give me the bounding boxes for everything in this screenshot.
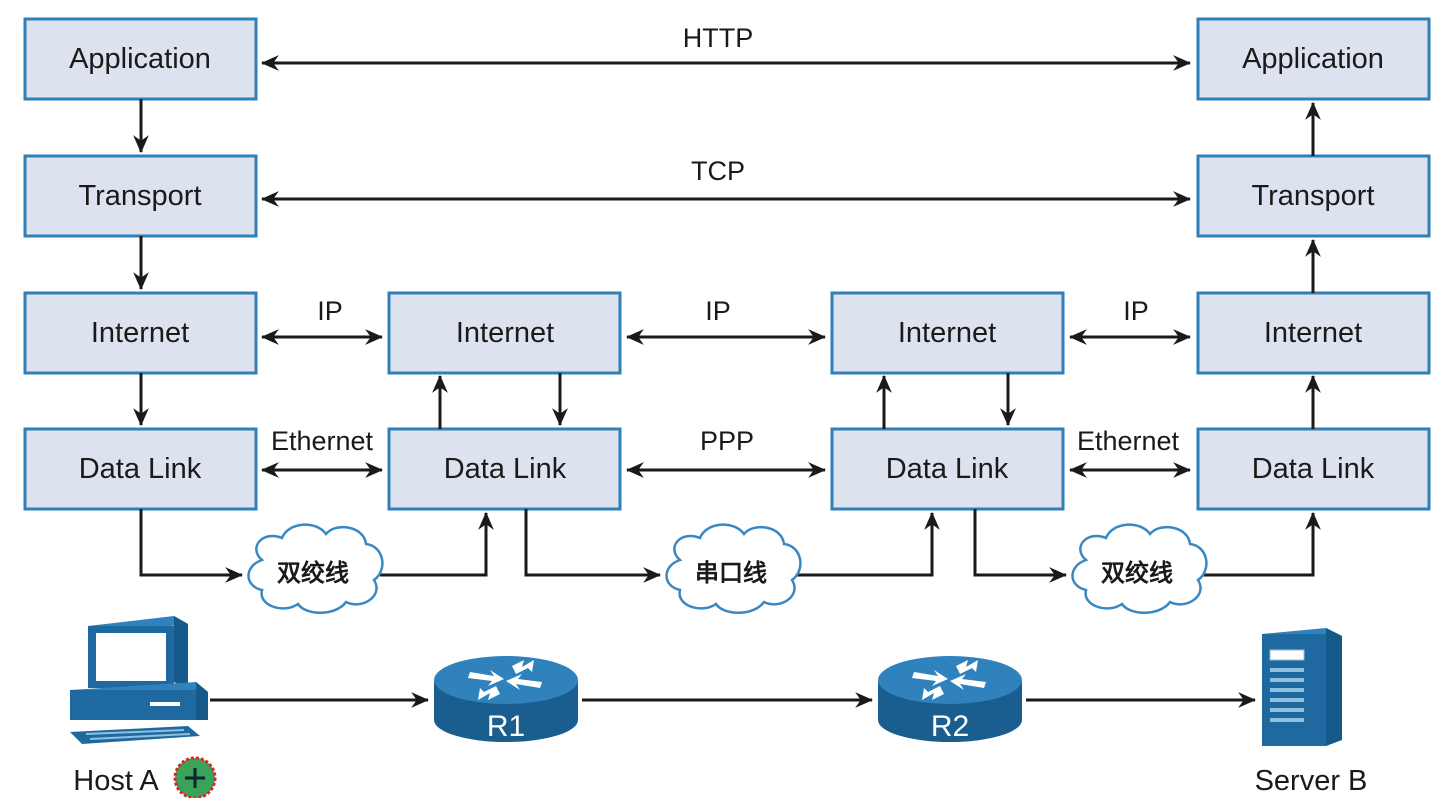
host-transport-box — [23, 154, 258, 238]
r2-datalink-label: Data Link — [886, 453, 1009, 485]
cloud-1: 双绞线 — [247, 523, 384, 614]
r1-to-cable2-path — [524, 509, 662, 583]
vertical-arrows — [133, 99, 1321, 429]
tcp-label: TCP — [691, 156, 745, 186]
server-transport-box — [1196, 154, 1431, 238]
r2-stack: Internet Data Link — [830, 291, 1065, 511]
server-internet-box — [1196, 291, 1431, 375]
cloud-3: 双绞线 — [1071, 523, 1208, 614]
plus-badge-icon[interactable] — [173, 756, 217, 798]
r2-label: R2 — [931, 710, 969, 743]
cloud-icon — [247, 523, 384, 614]
cable3-to-server-path — [1203, 511, 1321, 577]
server-label: Server B — [1255, 765, 1368, 797]
ethernet-label-1: Ethernet — [271, 426, 374, 456]
server-internet-label: Internet — [1264, 317, 1362, 349]
r1-datalink-box — [387, 427, 622, 511]
host-internet-label: Internet — [91, 317, 189, 349]
ip-label-3: IP — [1123, 296, 1149, 326]
host-label: Host A — [73, 765, 159, 797]
peer-arrows: HTTP TCP IP IP IP Ethernet PPP Ethernet — [260, 23, 1192, 478]
cable1-to-r1-path — [380, 511, 494, 577]
cable-3-label: 双绞线 — [1101, 559, 1173, 587]
host-datalink-label: Data Link — [79, 453, 202, 485]
server-application-box — [1196, 17, 1431, 101]
ip-label-1: IP — [317, 296, 343, 326]
host-application-label: Application — [69, 43, 211, 75]
cloud-icon — [665, 523, 802, 614]
host-transport-label: Transport — [78, 180, 201, 212]
r1-datalink-label: Data Link — [444, 453, 567, 485]
ppp-label: PPP — [700, 426, 754, 456]
r1-internet-box — [387, 291, 622, 375]
cloud-icon — [1071, 523, 1208, 614]
r2-to-cable3-path — [973, 509, 1068, 583]
server-icon — [1262, 628, 1342, 746]
r2-internet-label: Internet — [898, 317, 996, 349]
r2-internet-box — [830, 291, 1065, 375]
host-stack: Application Transport Internet Data Link — [23, 17, 258, 511]
media-paths — [139, 509, 1321, 583]
server-transport-label: Transport — [1251, 180, 1374, 212]
cable-1-label: 双绞线 — [277, 559, 349, 587]
server-application-label: Application — [1242, 43, 1384, 75]
router-icon — [878, 656, 1022, 742]
cable2-to-r2-path — [796, 511, 940, 577]
r1-internet-label: Internet — [456, 317, 554, 349]
r1-label: R1 — [487, 710, 525, 743]
r2-datalink-box — [830, 427, 1065, 511]
http-label: HTTP — [683, 23, 754, 53]
cloud-2: 串口线 — [665, 523, 802, 614]
ip-label-2: IP — [705, 296, 731, 326]
cable-2-label: 串口线 — [695, 559, 767, 587]
router-icon — [434, 656, 578, 742]
host-to-cable1-path — [139, 509, 244, 583]
computer-icon — [70, 616, 208, 744]
server-stack: Application Transport Internet Data Link — [1196, 17, 1431, 511]
ethernet-label-2: Ethernet — [1077, 426, 1180, 456]
server-datalink-label: Data Link — [1252, 453, 1375, 485]
host-application-box — [23, 17, 258, 101]
host-internet-box — [23, 291, 258, 375]
r1-stack: Internet Data Link — [387, 291, 622, 511]
